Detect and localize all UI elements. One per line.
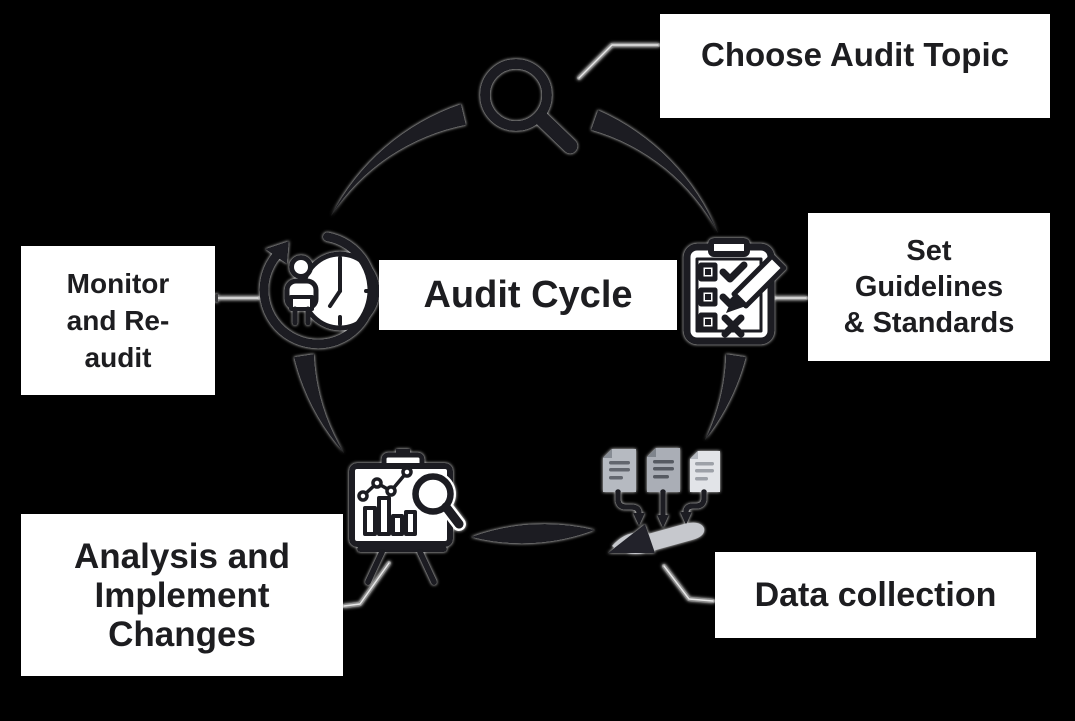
document-icon: [603, 449, 636, 492]
refresh-arrow-icon: [259, 232, 377, 349]
choose-audit-topic-label: Choose Audit Topic: [701, 36, 1009, 73]
audit-cycle-title: Audit Cycle: [423, 273, 633, 316]
label-box-data-collection: Data collection: [715, 552, 1036, 638]
pencil-icon: [726, 253, 787, 313]
connector-analysis: [342, 561, 391, 608]
set-guidelines-line3: & Standards: [843, 307, 1015, 339]
cycle-arc-top-right: [591, 110, 718, 233]
presentation-chart-magnifier-icon: [349, 449, 466, 585]
connector-lines: [207, 43, 808, 608]
label-box-choose-audit-topic: Choose Audit Topic: [660, 14, 1050, 118]
center-label-box: Audit Cycle: [379, 260, 677, 330]
analysis-line2: Implement: [94, 575, 270, 615]
magnifier-icon: [480, 59, 578, 154]
monitor-line3: audit: [84, 342, 152, 373]
person-icon: [284, 255, 319, 326]
label-box-analysis-implement-changes: Analysis and Implement Changes: [21, 514, 343, 676]
data-collection-label: Data collection: [754, 575, 997, 614]
analysis-line1: Analysis and: [74, 536, 290, 576]
bar-chart-icon: [363, 496, 417, 536]
connector-choose-audit-topic: [577, 43, 660, 80]
cycle-arcs: [294, 104, 746, 544]
monitor-line1: Monitor: [66, 268, 170, 299]
label-box-set-guidelines: Set Guidelines & Standards: [808, 213, 1050, 361]
hand-icon: [608, 522, 705, 554]
person-clock-refresh-icon: [259, 232, 380, 349]
cycle-arc-right: [705, 354, 746, 440]
set-guidelines-line2: Guidelines: [854, 271, 1004, 303]
documents-into-hand-icon: [603, 448, 720, 554]
flow-arrows: [615, 489, 707, 528]
cycle-arc-top-left: [331, 104, 466, 216]
document-icon: [647, 448, 680, 492]
cycle-arc-bottom: [471, 523, 595, 544]
label-box-monitor-reaudit: Monitor and Re- audit: [21, 246, 215, 395]
line-chart-icon: [357, 466, 413, 502]
document-icon: [690, 451, 720, 492]
set-guidelines-line1: Set: [906, 235, 952, 267]
monitor-line2: and Re-: [66, 305, 170, 336]
cycle-arc-left: [294, 354, 344, 453]
clipboard-checklist-icon: [683, 238, 787, 345]
small-magnifier-icon: [410, 471, 466, 531]
analysis-line3: Changes: [108, 614, 256, 654]
connector-data-collection: [662, 564, 715, 603]
